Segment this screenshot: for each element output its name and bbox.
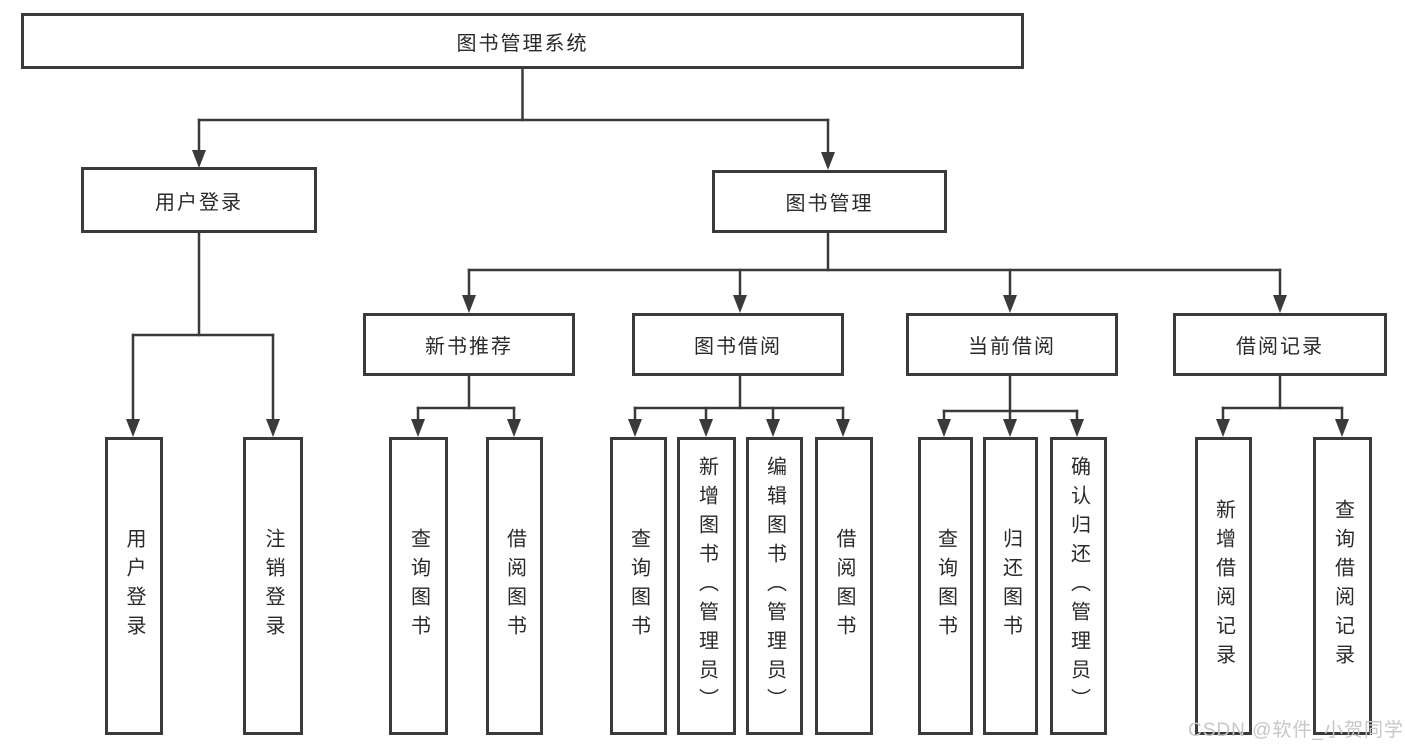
leaf-label: 查询借阅记录 [1331, 499, 1354, 673]
node-return-books: 归还图书 [983, 437, 1038, 735]
leaf-label: 新增借阅记录 [1212, 499, 1235, 673]
node-user-login-leaf: 用户登录 [105, 437, 163, 735]
node-borrow-books-recommend: 借阅图书 [486, 437, 543, 735]
leaf-label: 借阅图书 [503, 528, 526, 644]
watermark: CSDN @软件_小贺同学 [1188, 720, 1404, 741]
connector-root-to-level2 [192, 67, 835, 170]
node-logout-leaf: 注销登录 [243, 437, 303, 735]
leaf-label: 查询图书 [407, 528, 430, 644]
node-borrowing-records: 借阅记录 [1173, 313, 1387, 376]
leaf-label: 注销登录 [262, 528, 284, 644]
arrow-down-icon [266, 419, 280, 437]
arrow-down-icon [733, 295, 747, 313]
connector-current-borrow-children [937, 374, 1084, 437]
arrow-down-icon [766, 419, 780, 437]
node-query-borrow-record: 查询借阅记录 [1313, 437, 1372, 735]
node-borrow-books-borrow: 借阅图书 [815, 437, 873, 735]
node-current-borrowing: 当前借阅 [906, 313, 1118, 376]
arrow-down-icon [507, 419, 521, 437]
node-book-borrowing: 图书借阅 [632, 313, 844, 376]
arrow-down-icon [411, 419, 425, 437]
node-new-book-recommendation: 新书推荐 [363, 313, 575, 376]
node-query-books-recommend: 查询图书 [389, 437, 448, 735]
node-user-login: 用户登录 [81, 167, 317, 233]
arrow-down-icon [1273, 295, 1287, 313]
leaf-label: 用户登录 [123, 528, 145, 644]
arrow-down-icon [1003, 295, 1017, 313]
node-book-management: 图书管理 [712, 170, 947, 233]
arrow-down-icon [937, 419, 951, 437]
node-query-books-borrow: 查询图书 [610, 437, 667, 735]
arrow-down-icon [836, 419, 850, 437]
leaf-label: 编辑图书（管理员） [763, 455, 786, 717]
connector-book-management-children [462, 231, 1287, 313]
arrow-down-icon [1003, 419, 1017, 437]
leaf-label: 确认归还（管理员） [1067, 455, 1090, 717]
leaf-label: 借阅图书 [833, 528, 855, 644]
arrow-down-icon [462, 295, 476, 313]
node-add-borrow-record: 新增借阅记录 [1195, 437, 1252, 735]
connector-user-login-children [126, 231, 280, 437]
node-edit-books-admin: 编辑图书（管理员） [746, 437, 803, 735]
node-confirm-return-admin: 确认归还（管理员） [1050, 437, 1107, 735]
arrow-down-icon [192, 150, 206, 168]
arrow-down-icon [126, 419, 140, 437]
arrow-down-icon [699, 419, 713, 437]
arrow-down-icon [1216, 419, 1230, 437]
arrow-down-icon [821, 152, 835, 170]
leaf-label: 查询图书 [627, 528, 650, 644]
leaf-label: 归还图书 [999, 528, 1022, 644]
node-library-management-system: 图书管理系统 [21, 13, 1024, 69]
connector-borrow-records-children [1216, 375, 1349, 437]
node-add-books-admin: 新增图书（管理员） [677, 437, 736, 735]
connector-new-book-children [411, 374, 521, 437]
connector-book-borrow-children [628, 374, 850, 437]
arrow-down-icon [1070, 419, 1084, 437]
leaf-label: 查询图书 [934, 528, 957, 644]
leaf-label: 新增图书（管理员） [695, 455, 718, 717]
arrow-down-icon [628, 419, 642, 437]
arrow-down-icon [1335, 419, 1349, 437]
node-query-books-current: 查询图书 [918, 437, 973, 735]
